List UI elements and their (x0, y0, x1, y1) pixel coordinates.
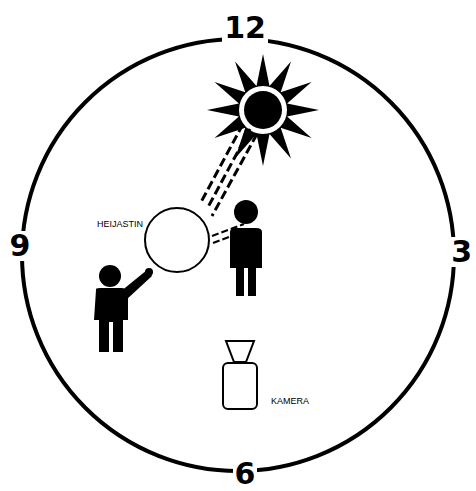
sun-symbol (207, 54, 319, 166)
clock-circle (22, 39, 454, 471)
clock-number: 12 (222, 13, 268, 43)
clock-number: 6 (233, 459, 258, 489)
subject-figure (230, 200, 262, 296)
clock-number: 9 (8, 231, 33, 261)
camera-label: KAMERA (271, 397, 309, 406)
assistant-figure (94, 265, 153, 352)
camera-symbol (223, 341, 257, 409)
reflector-label: HEIJASTIN (97, 220, 143, 229)
clock-number: 3 (449, 237, 474, 267)
reflector-circle (145, 208, 209, 272)
